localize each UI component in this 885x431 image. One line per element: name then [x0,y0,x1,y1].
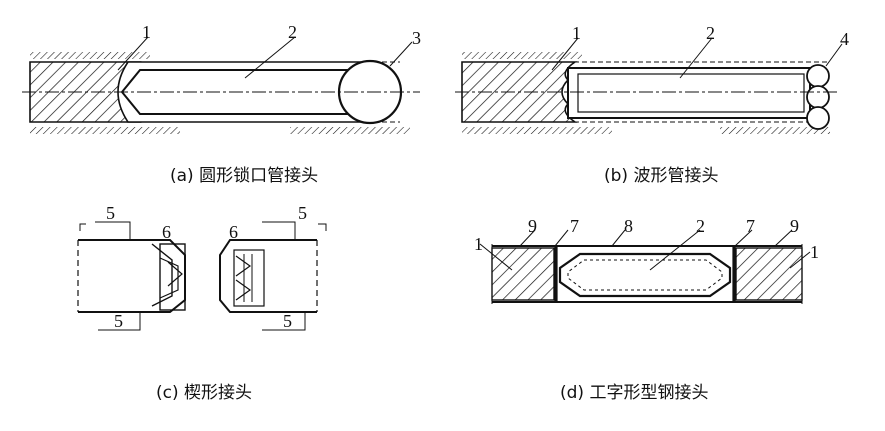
label-c-6-right: 6 [229,222,238,242]
label-d-2: 2 [696,216,705,236]
label-d-9-right: 9 [790,216,799,236]
label-b-1: 1 [572,23,581,43]
label-a-2: 2 [288,22,297,42]
label-d-1-right: 1 [810,242,819,262]
label-c-6-left: 6 [162,222,171,242]
caption-c: (c) 楔形接头 [156,383,252,403]
label-c-5-top-left: 5 [106,203,115,223]
label-d-7-right: 7 [746,216,755,236]
label-c-5-bottom-left: 5 [114,311,123,331]
label-c-5-bottom-right: 5 [283,311,292,331]
caption-d: (d) 工字形型钢接头 [560,383,708,403]
label-a-3: 3 [412,28,421,48]
label-d-7-left: 7 [570,216,579,236]
panel-d-i-beam-steel-joint [479,229,811,304]
label-b-2: 2 [706,23,715,43]
label-a-1: 1 [142,22,151,42]
label-d-8: 8 [624,216,633,236]
panel-b-corrugated-pipe-joint [455,37,843,134]
label-c-5-top-right: 5 [298,203,307,223]
label-d-9-left: 9 [528,216,537,236]
panel-c-wedge-joint [77,221,327,331]
panel-a-circular-lock-pipe-joint [22,36,420,134]
caption-a: (a) 圆形锁口管接头 [170,166,318,186]
label-b-4: 4 [840,29,849,49]
caption-b: (b) 波形管接头 [604,166,718,186]
label-d-1-left: 1 [474,234,483,254]
